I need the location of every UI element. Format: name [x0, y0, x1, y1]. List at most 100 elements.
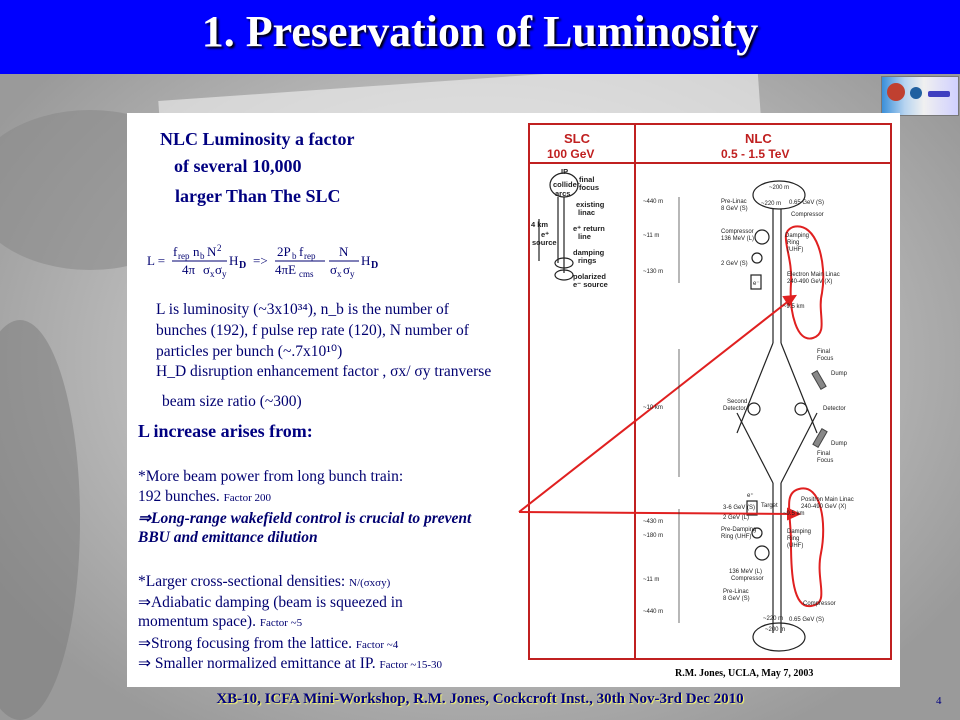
slc-arcs: arcs: [555, 189, 570, 198]
svg-text:σ: σ: [215, 262, 222, 277]
nlc-l11: 2 GeV (S): [721, 261, 748, 267]
nlc-l32: Pre-Damping: [721, 527, 756, 533]
nlc-l36: (UHF): [787, 543, 803, 549]
desc-line-3: particles per bunch (~.7x10¹⁰): [156, 343, 343, 360]
svg-text:D: D: [371, 260, 378, 271]
focusing-text: ⇒Strong focusing from the lattice.: [138, 635, 353, 652]
svg-text:D: D: [239, 260, 246, 271]
nlc-l2: 0.65 GeV (S): [789, 200, 824, 206]
nlc-l44: 0.65 GeV (S): [789, 617, 824, 623]
svg-text:x: x: [210, 269, 215, 279]
nlc-l19: Second: [727, 399, 747, 405]
left-text-panel: NLC Luminosity a factor of several 10,00…: [127, 113, 527, 687]
nlc-l23: Final: [817, 451, 830, 457]
densities-text: *Larger cross-sectional densities:: [138, 573, 346, 590]
slc-focus: focus: [579, 183, 599, 192]
slc-return: e⁺ return: [573, 224, 605, 233]
bunches-factor: Factor 200: [223, 492, 272, 504]
bullet-densities: *Larger cross-sectional densities: N/(σx…: [138, 573, 390, 591]
nlc-energy: 0.5 - 1.5 TeV: [721, 147, 789, 161]
bullet-momentum: momentum space). Factor ~5: [138, 613, 302, 631]
svg-text:σ: σ: [330, 262, 337, 277]
nlc-l12: e⁻: [753, 281, 760, 287]
slc-source: e⁻ source: [573, 280, 608, 289]
nlc-l18: Dump: [831, 371, 848, 377]
arrow-to-positron-linac: [518, 511, 796, 515]
desc-line-2: bunches (192), f pulse rep rate (120), N…: [156, 322, 469, 339]
diagram-frame: [528, 123, 892, 660]
arrow-to-electron-linac: [518, 295, 796, 513]
slc-nlc-diagram: SLC 100 GeV NLC 0.5 - 1.5 TeV IP collide…: [518, 123, 892, 679]
nlc-sketch: [736, 180, 818, 652]
nlc-l20: Detector: [723, 406, 746, 412]
nlc-l15: ~9.5 km: [783, 304, 805, 310]
svg-text:f: f: [173, 244, 178, 259]
svg-text:σ: σ: [203, 262, 210, 277]
svg-text:2P: 2P: [277, 244, 291, 259]
bullet-beam-power: *More beam power from long bunch train:: [138, 468, 404, 485]
slc-ip: IP: [561, 167, 568, 176]
dist-0: ~440 m: [643, 199, 663, 205]
slc-collider: collider: [553, 180, 580, 189]
nlc-l39: Pre-Linac: [723, 589, 749, 595]
svg-text:=>: =>: [253, 253, 268, 268]
highlight-electron-linac: [784, 225, 825, 340]
heading-l-increase: L increase arises from:: [138, 421, 313, 441]
focusing-factor: Factor ~4: [355, 639, 399, 651]
svg-text:b: b: [292, 251, 297, 261]
footer-text: XB-10, ICFA Mini-Workshop, R.M. Jones, C…: [216, 691, 744, 707]
desc-line-1: L is luminosity (~3x10³⁴), n_b is the nu…: [156, 301, 449, 318]
nlc-title: NLC: [745, 131, 772, 146]
svg-text:H: H: [229, 253, 238, 268]
svg-text:f: f: [299, 244, 304, 259]
dist-6: ~11 m: [643, 577, 659, 583]
nlc-l9: Ring: [787, 240, 799, 246]
svg-text:rep: rep: [304, 251, 316, 261]
highlight-loops: [784, 225, 825, 608]
nlc-l25: e⁺: [747, 492, 754, 499]
dist-7: ~440 m: [643, 609, 663, 615]
slc-title: SLC: [564, 131, 591, 146]
svg-text:x: x: [337, 269, 342, 279]
arrows: [518, 294, 802, 521]
svg-text:4πE: 4πE: [275, 262, 296, 277]
nlc-l34: Damping: [787, 529, 811, 535]
svg-text:y: y: [350, 269, 355, 279]
heading-factor: of several 10,000: [174, 156, 302, 176]
detector-shapes: [811, 370, 828, 448]
desc-line-4: H_D disruption enhancement factor , σx/ …: [156, 363, 492, 380]
svg-text:N: N: [207, 244, 217, 259]
dist-2: ~130 m: [643, 269, 663, 275]
svg-text:rep: rep: [178, 251, 190, 261]
title-bar: 1. Preservation of Luminosity: [0, 0, 960, 74]
bullet-adiabatic: ⇒Adiabatic damping (beam is squeezed in: [138, 594, 403, 611]
slc-sketch: [538, 172, 579, 281]
svg-text:n: n: [193, 244, 200, 259]
nlc-l1: ~220 m: [761, 201, 781, 207]
nlc-l28: 2 GeV (L): [723, 515, 749, 521]
bullet-focusing: ⇒Strong focusing from the lattice. Facto…: [138, 634, 398, 653]
nlc-l35: Ring: [787, 536, 799, 542]
svg-text:4π: 4π: [182, 262, 196, 277]
slc-line: line: [578, 232, 591, 241]
nlc-l5: 8 GeV (S): [721, 206, 748, 212]
bunches-text: 192 bunches.: [138, 488, 220, 505]
slc-eplus-source: source: [532, 238, 557, 247]
slc-eplus: e⁺: [541, 230, 549, 239]
slide-content: NLC Luminosity a factor of several 10,00…: [127, 113, 900, 687]
slide-title: 1. Preservation of Luminosity: [201, 7, 759, 56]
nlc-l37: 136 MeV (L): [729, 569, 762, 575]
nlc-l31: ~9.5 km: [783, 511, 805, 517]
emittance-text: ⇒ Smaller normalized emittance at IP.: [138, 655, 376, 672]
nlc-l16: Final: [817, 349, 830, 355]
desc-line-5: beam size ratio (~300): [162, 393, 302, 410]
nlc-l0: ~200 m: [769, 185, 789, 191]
nlc-l10: (UHF): [787, 247, 803, 253]
bullet-wakefield: ⇒Long-range wakefield control is crucial…: [138, 510, 472, 527]
slc-final: final: [579, 175, 594, 184]
heading-luminosity: NLC Luminosity a factor: [160, 129, 355, 149]
slc-linac: linac: [578, 208, 595, 217]
nlc-l27: Target: [761, 503, 778, 509]
momentum-factor: Factor ~5: [259, 617, 303, 629]
nlc-l33: Ring (UHF): [721, 534, 751, 540]
